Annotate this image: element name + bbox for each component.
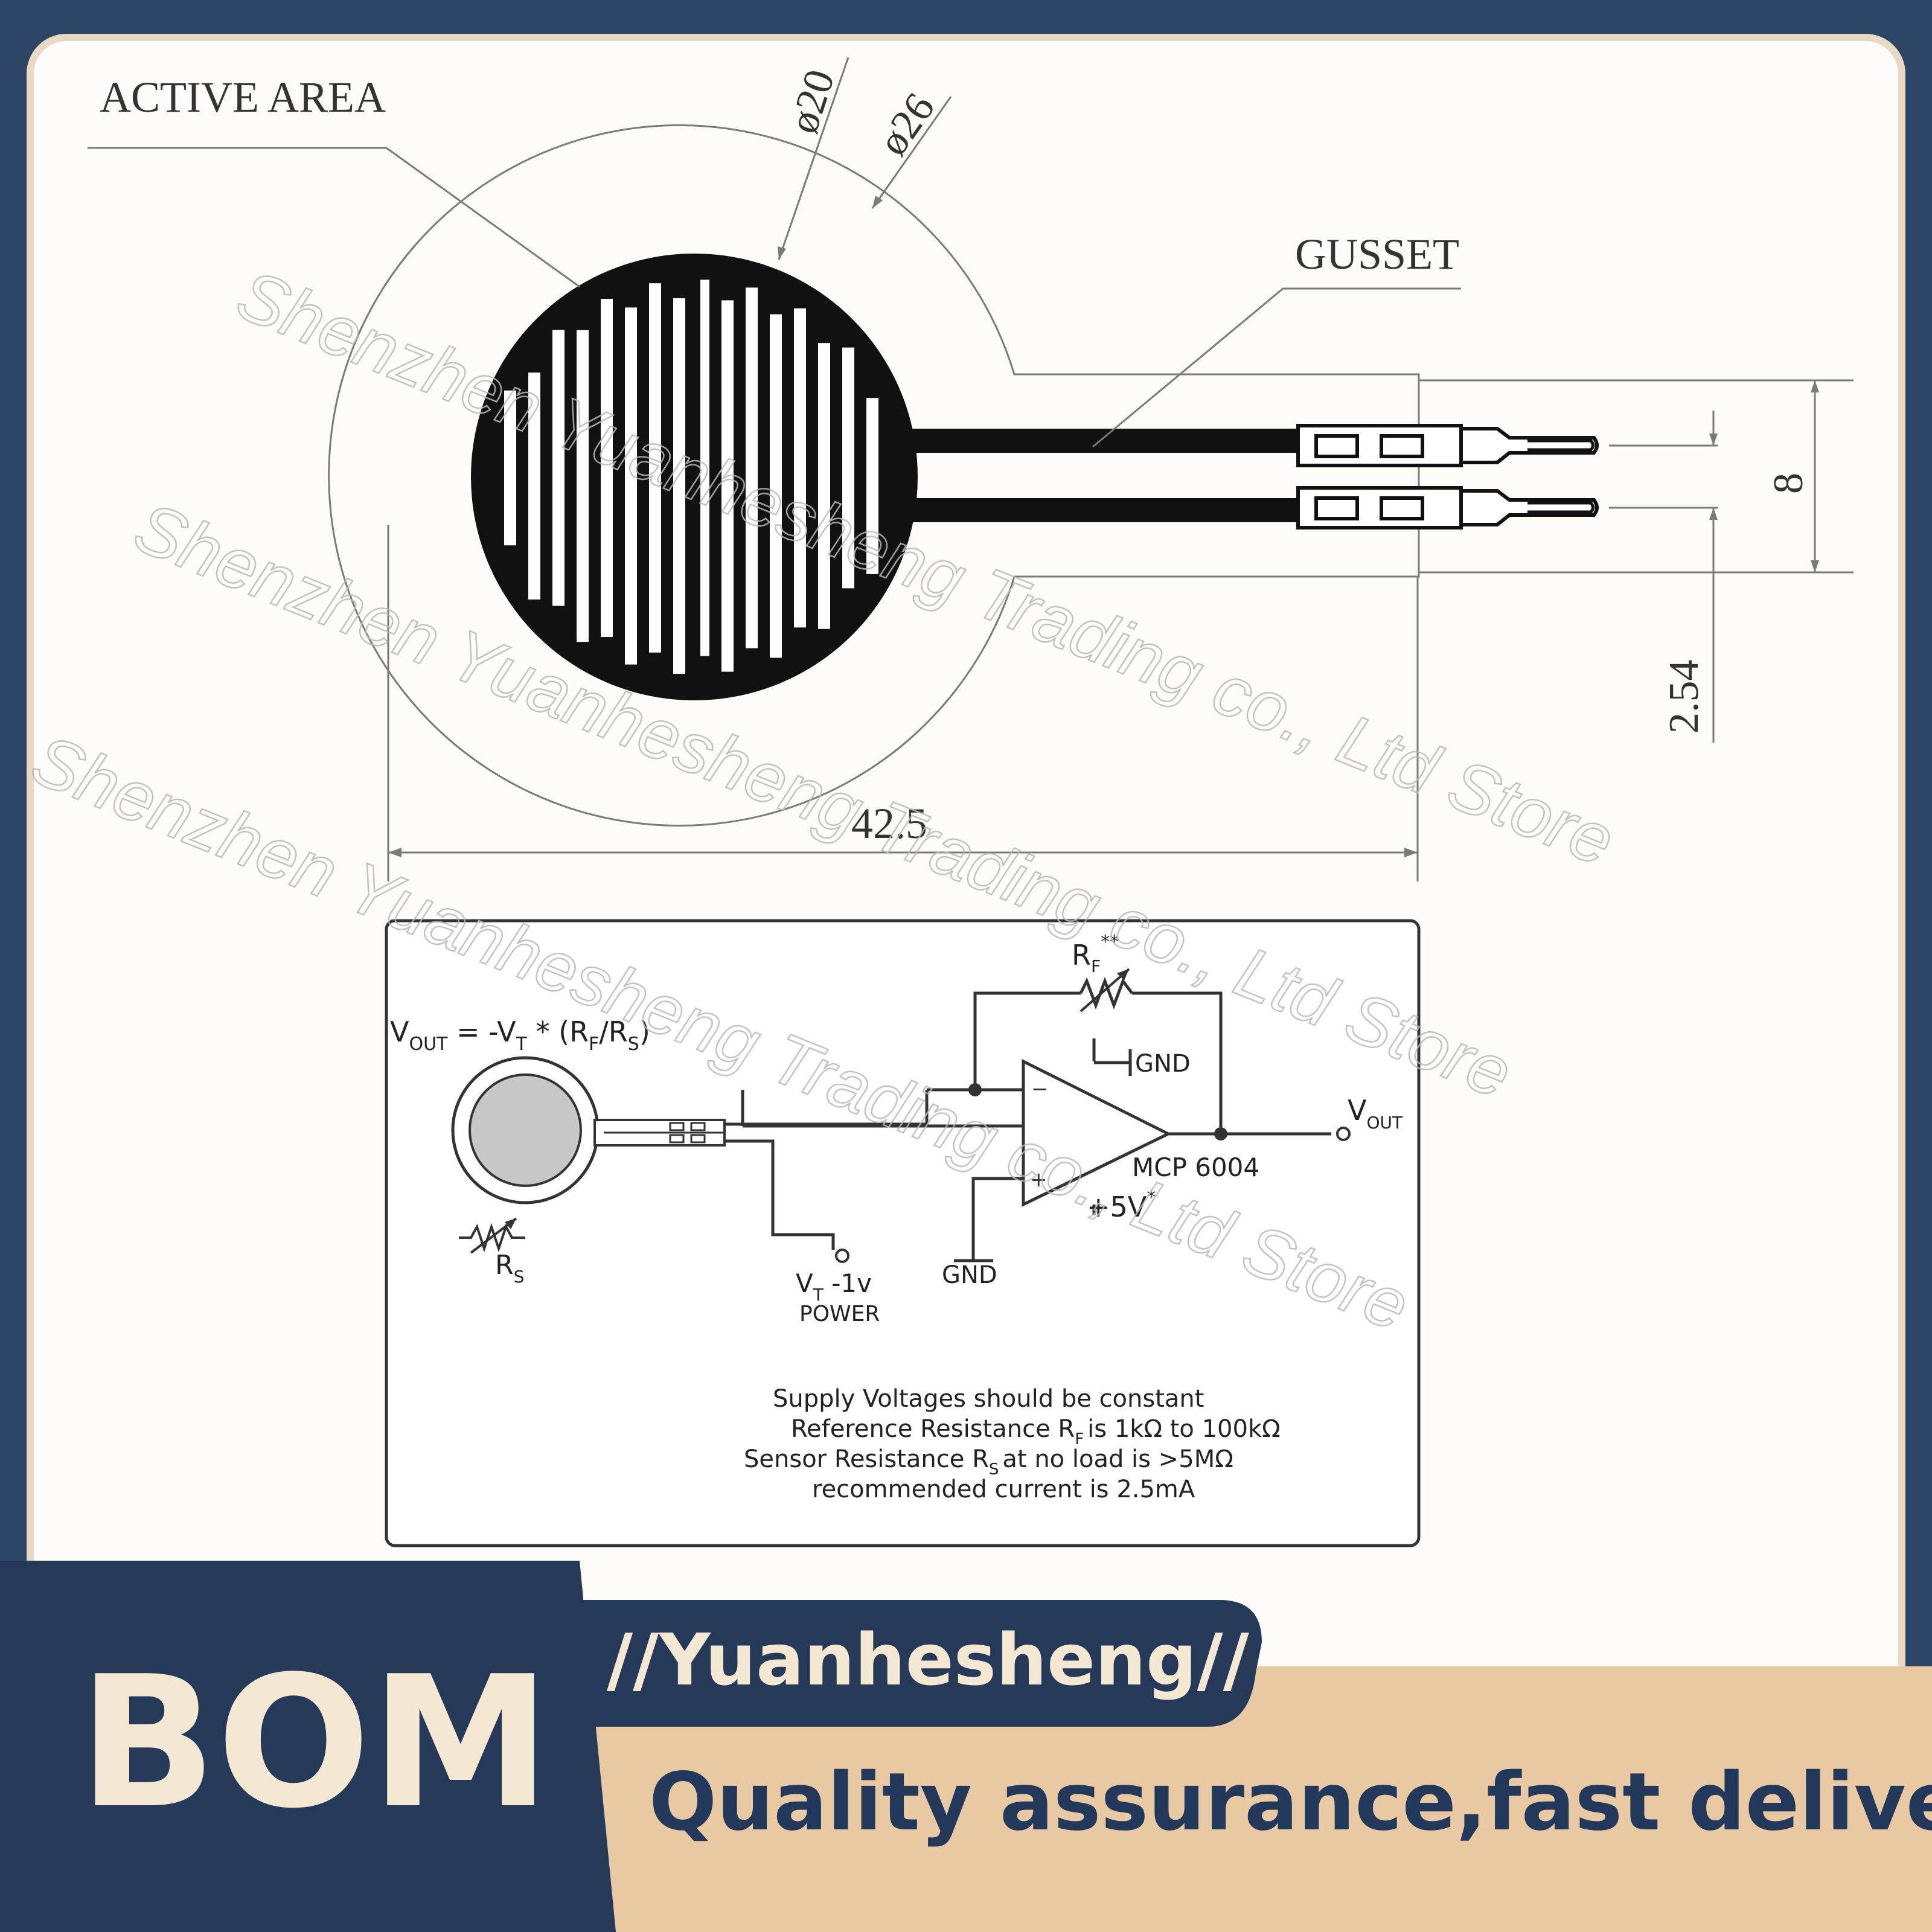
circuit-diagram: − + VOUT = -VT * (RF/RS) RF** RS GND GND… (385, 919, 1421, 1547)
finger-electrode (721, 300, 734, 672)
brand-label: //Yuanhesheng// (607, 1618, 1250, 1701)
finger-electrode (601, 298, 613, 638)
sensor-dimension-drawing: ACTIVE AREA GUSSET ø20 ø26 42.5 8 2.54 (88, 57, 1854, 881)
circuit-wires (741, 991, 1331, 1262)
circuit-panel (385, 919, 1421, 1547)
finger-electrode (528, 373, 540, 600)
bom-label: BOM (78, 1637, 551, 1848)
finger-electrode (770, 314, 782, 658)
op-amp (1022, 1058, 1172, 1207)
gnd-bottom-label: GND (942, 1261, 997, 1289)
inverting-node (968, 1083, 982, 1096)
lead-span-label: 8 (1765, 473, 1812, 494)
vout-label: VOUT (1348, 1094, 1403, 1133)
trace-bottom (894, 498, 1304, 522)
sensor-symbol-active (469, 1073, 582, 1187)
banner-tan-strip (580, 1666, 1932, 1932)
op-amp-plus: + (1030, 1168, 1048, 1192)
finger-electrode (504, 390, 516, 546)
sensor-outline (328, 124, 1420, 827)
connector-top (1296, 424, 1599, 467)
op-amp-model: MCP 6004 (1132, 1153, 1259, 1182)
output-node (1214, 1127, 1227, 1140)
pin-pitch-label: 2.54 (1661, 660, 1707, 734)
vt-label: VT -1v (796, 1268, 872, 1305)
note-line-1: Supply Voltages should be constant (773, 1385, 1204, 1413)
connector-bottom (1296, 486, 1599, 529)
finger-electrode (649, 283, 661, 653)
active-area-label: ACTIVE AREA (100, 73, 386, 121)
vout-formula: VOUT = -VT * (RF/RS) (390, 1016, 650, 1055)
finger-electrode (866, 398, 878, 574)
rs-resistor (459, 1223, 525, 1253)
rf-label: RF** (1072, 932, 1119, 976)
op-amp-minus: − (1031, 1077, 1049, 1101)
rs-label: RS (495, 1250, 524, 1287)
interdigitated-pattern (504, 275, 878, 679)
tagline: Quality assurance,fast delivery. (649, 1756, 1932, 1849)
dimension-arrows (388, 196, 1819, 857)
dimension-lines (88, 57, 1854, 881)
banner-dark-block (0, 1561, 616, 1932)
brand-pill (580, 1600, 1262, 1727)
finger-electrode (577, 330, 589, 642)
finger-electrode (842, 347, 854, 589)
finger-electrode (625, 307, 637, 665)
finger-electrode (818, 343, 830, 629)
total-length-label: 42.5 (851, 799, 927, 848)
finger-electrode (794, 308, 806, 628)
center-divider (688, 275, 700, 679)
power-label: POWER (799, 1302, 880, 1326)
supply-label: +5V* (1087, 1187, 1156, 1223)
finger-electrode (673, 298, 685, 674)
note-line-4: recommended current is 2.5mA (812, 1476, 1195, 1503)
vt-terminal (835, 1249, 849, 1263)
rf-resistor (1079, 976, 1133, 1010)
finger-electrode (746, 287, 758, 648)
vout-terminal (1336, 1127, 1351, 1141)
gnd-top-label: GND (1135, 1050, 1191, 1078)
gusset-label: GUSSET (1295, 230, 1459, 278)
finger-electrode (552, 330, 565, 606)
bottom-banner: BOM //Yuanhesheng// Quality assurance,fa… (0, 1561, 1932, 1932)
